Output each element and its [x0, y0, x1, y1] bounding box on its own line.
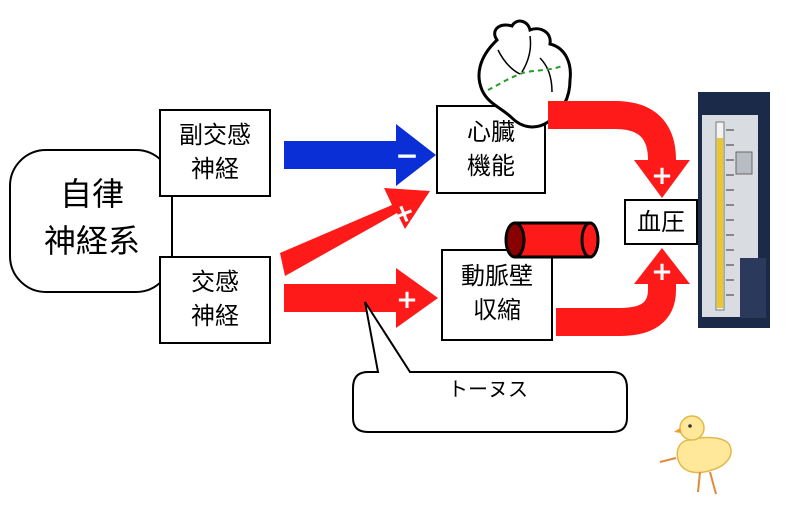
parasympathetic-label-line2: 神経 — [191, 155, 239, 183]
autonomic-label-line1: 自律 — [60, 175, 124, 213]
sympathetic-to-cardiac-arrow: + — [280, 188, 430, 276]
plus-sign-bp-top: + — [651, 161, 673, 191]
arterial-label-line1: 動脈壁 — [461, 262, 533, 290]
sympathetic-label-line2: 神経 — [191, 302, 239, 330]
sympathetic-to-arterial-arrow: + — [284, 268, 438, 328]
autonomic-label-line2: 神経系 — [44, 222, 140, 260]
tonus-callout: トーヌス — [352, 301, 628, 433]
autonomic-node: 自律 神経系 — [9, 149, 173, 293]
arterial-to-bp-arrow: + — [556, 248, 690, 336]
bp-label: 血圧 — [637, 208, 685, 236]
sympathetic-label-line1: 交感 — [191, 268, 239, 296]
plus-sign-bp-bottom: + — [651, 257, 673, 287]
arterial-label-line2: 収縮 — [473, 296, 521, 324]
parasympathetic-label-line1: 副交感 — [179, 121, 251, 149]
sphygmomanometer-photo — [698, 92, 770, 328]
sympathetic-node: 交感 神経 — [159, 256, 271, 344]
tonus-label: トーヌス — [448, 377, 528, 401]
arterial-node: 動脈壁 収縮 — [441, 249, 553, 341]
chick-icon — [659, 415, 732, 495]
plus-sign-arterial: + — [396, 285, 418, 315]
cardiac-to-bp-arrow: + — [548, 101, 690, 198]
parasympathetic-node: 副交感 神経 — [159, 109, 271, 197]
artery-tube-icon — [504, 221, 600, 259]
minus-sign: − — [395, 139, 418, 172]
parasympathetic-to-cardiac-arrow: − — [284, 124, 436, 186]
bp-node: 血圧 — [624, 199, 698, 245]
cardiac-label-line2: 機能 — [467, 152, 515, 180]
heart-icon — [477, 19, 572, 129]
cardiac-label-line1: 心臓 — [467, 118, 515, 146]
